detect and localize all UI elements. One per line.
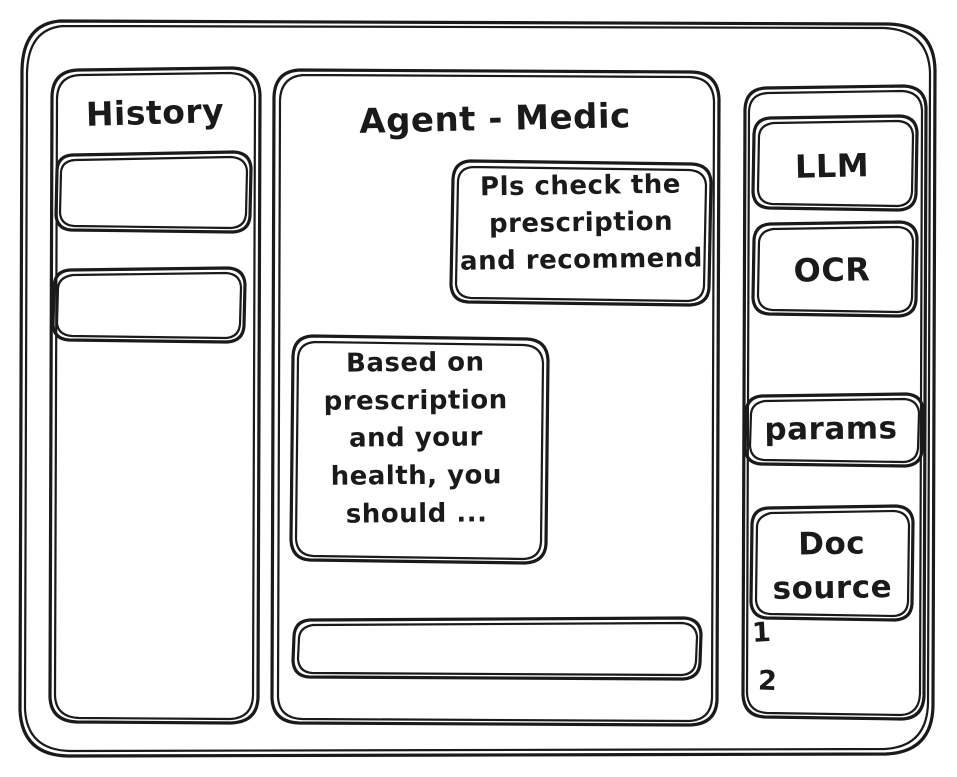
tool-params-label[interactable]: params [764, 410, 898, 448]
user-message-text: Pls check the prescription and recommend [459, 169, 704, 277]
tool-llm-outline[interactable] [751, 114, 919, 212]
agent-message-bubble [289, 334, 550, 565]
page-title: Agent - Medic [358, 96, 632, 142]
history-entry-2-outline[interactable] [51, 266, 247, 344]
tool-doc-source-label[interactable]: Doc source [772, 525, 893, 607]
doc-source-item-2[interactable]: 2 [757, 665, 778, 698]
composer-input-outline[interactable] [291, 616, 703, 681]
tools-panel [741, 84, 928, 721]
tool-llm-label[interactable]: LLM [794, 146, 870, 186]
doc-source-item-1[interactable]: 1 [751, 616, 773, 649]
agent-message-text: Based on prescription and your health, y… [323, 347, 508, 530]
history-entry-1-outline[interactable] [54, 150, 253, 234]
tool-ocr-label[interactable]: OCR [793, 250, 871, 290]
tool-params-outline[interactable] [743, 392, 925, 468]
sidebar-panel [48, 66, 262, 725]
main-panel [270, 68, 721, 727]
tool-ocr-outline[interactable] [751, 220, 919, 318]
window-frame [18, 19, 937, 758]
tool-docsource-outline[interactable] [749, 504, 915, 622]
user-message-bubble [449, 159, 713, 307]
sidebar-title: History [85, 91, 225, 134]
